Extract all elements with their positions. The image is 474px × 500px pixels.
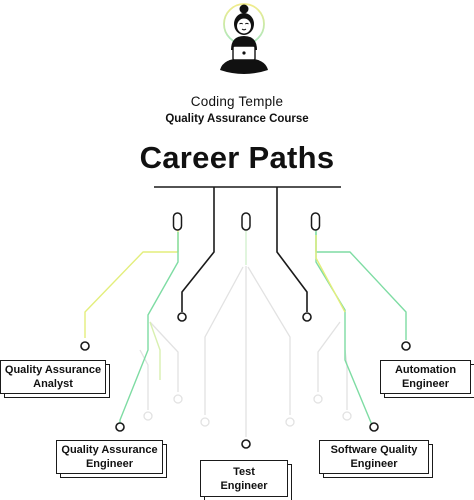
right-color-traces — [315, 230, 407, 426]
node-qa-analyst — [80, 341, 90, 351]
node-automation — [401, 341, 411, 351]
pill-connector-left — [172, 212, 183, 231]
brand-name: Coding Temple — [190, 94, 284, 109]
career-card-software-quality-engineer: Software Quality Engineer — [319, 440, 429, 474]
node-right-main — [302, 312, 312, 322]
faint-circuit-nodes — [143, 394, 352, 427]
main-black-traces — [154, 186, 341, 312]
career-card-test-engineer: Test Engineer — [200, 460, 288, 497]
endpoint-nodes — [80, 312, 411, 449]
pill-connector-center — [241, 212, 251, 231]
node-test-engineer — [241, 439, 251, 449]
node-sqe — [369, 422, 379, 432]
node-qa-engineer — [115, 422, 125, 432]
page-title: Career Paths — [139, 140, 335, 175]
course-name: Quality Assurance Course — [165, 113, 309, 125]
node-left-main — [177, 312, 187, 322]
coding-temple-logo — [220, 3, 268, 74]
pill-connector-right — [310, 212, 321, 231]
career-card-qa-analyst: Quality Assurance Analyst — [0, 360, 106, 394]
faint-circuit-traces — [139, 266, 348, 437]
left-color-traces — [84, 230, 179, 425]
career-card-automation-engineer: Automation Engineer — [380, 360, 471, 394]
pill-connectors — [172, 212, 321, 231]
career-card-qa-engineer: Quality Assurance Engineer — [56, 440, 163, 474]
